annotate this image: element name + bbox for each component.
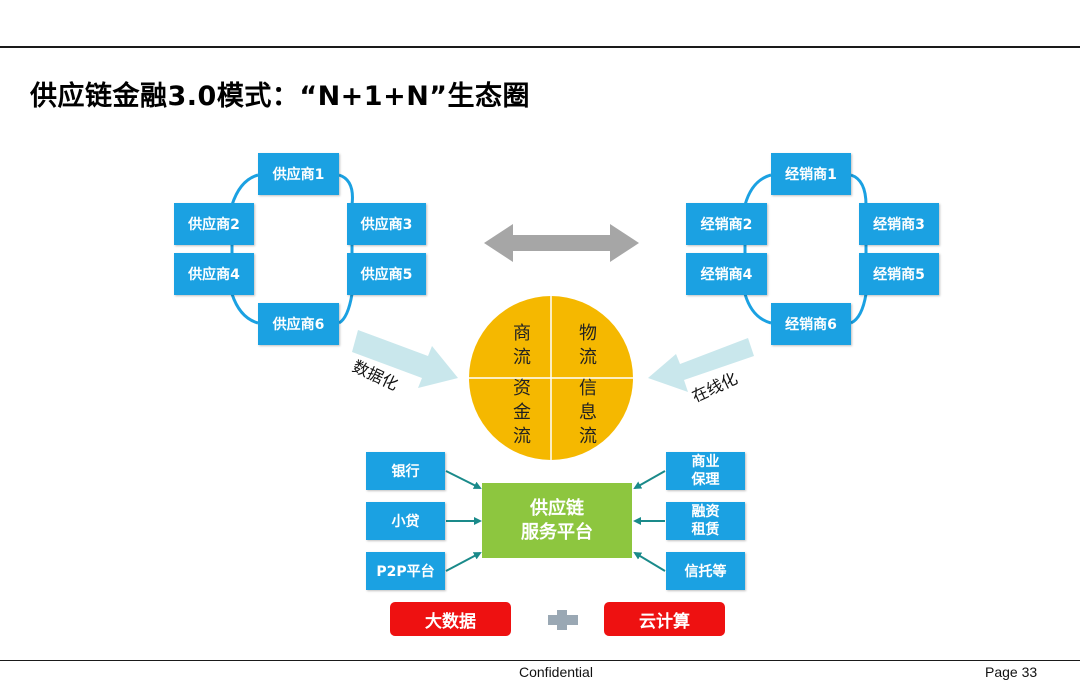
plus-sign	[548, 610, 578, 630]
source-node: 小贷	[366, 502, 445, 540]
connector	[633, 470, 666, 489]
source-node: P2P平台	[366, 552, 445, 590]
dealer-node: 经销商1	[771, 153, 851, 195]
source-node: 信托等	[666, 552, 745, 590]
circle-quadrant-q1: 商流	[513, 323, 531, 368]
big-data-badge: 大数据	[390, 602, 511, 636]
right-pale-arrow	[648, 338, 754, 392]
dealer-node: 经销商2	[686, 203, 767, 245]
source-node: 融资租赁	[666, 502, 745, 540]
connector	[445, 552, 482, 572]
supplier-node: 供应商6	[258, 303, 339, 345]
circle-quadrant-q3: 资金流	[513, 378, 531, 447]
dealer-ring	[743, 173, 868, 325]
circle-quadrant-q2: 物流	[579, 323, 597, 368]
circle-quadrant-q4: 信息流	[579, 378, 597, 447]
dealer-node: 经销商6	[771, 303, 851, 345]
supplier-node: 供应商1	[258, 153, 339, 195]
top-divider	[0, 46, 1080, 48]
supplier-node: 供应商2	[174, 203, 254, 245]
supplier-node: 供应商4	[174, 253, 254, 295]
dealer-node: 经销商3	[859, 203, 939, 245]
left-pale-arrow	[352, 330, 458, 388]
bottom-divider	[0, 660, 1080, 661]
dealer-node: 经销商4	[686, 253, 767, 295]
footer-confidential: Confidential	[519, 664, 593, 680]
dealer-node: 经销商5	[859, 253, 939, 295]
connector	[633, 551, 666, 572]
supplier-node: 供应商5	[347, 253, 426, 295]
supplier-node: 供应商3	[347, 203, 426, 245]
footer-page-number: Page 33	[985, 664, 1038, 680]
double-arrow	[484, 224, 639, 262]
supplier-ring	[230, 173, 354, 325]
connector	[445, 470, 482, 489]
page-title: 供应链金融3.0模式：“N+1+N”生态圈	[30, 81, 531, 112]
cloud-computing-badge: 云计算	[604, 602, 725, 636]
source-node: 银行	[366, 452, 445, 490]
platform-box: 供应链 服务平台	[482, 483, 632, 558]
source-node: 商业保理	[666, 452, 745, 490]
